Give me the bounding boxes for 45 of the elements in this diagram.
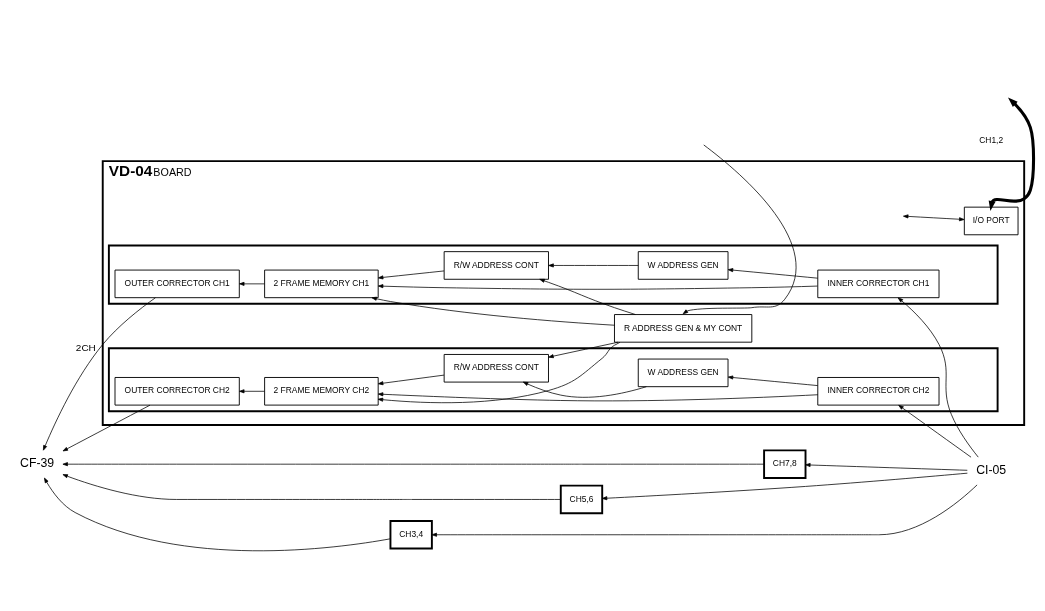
arrow xyxy=(239,388,265,393)
arrow xyxy=(62,404,151,451)
arrow xyxy=(727,375,819,386)
arrow xyxy=(62,473,562,500)
arrow xyxy=(682,144,797,314)
arrow xyxy=(805,462,968,471)
node-box: W ADDRESS GEN xyxy=(637,358,729,387)
node-box: INNER CORRECTOR CH1 xyxy=(817,269,940,298)
arrow xyxy=(44,477,391,551)
arrow xyxy=(371,296,615,326)
node-box: R/W ADDRESS CONT xyxy=(443,250,549,280)
arrow xyxy=(43,296,156,451)
arrow xyxy=(377,374,445,385)
arrow xyxy=(548,341,619,358)
node-box: INNER CORRECTOR CH2 xyxy=(817,376,940,406)
node-box: CH3,4 xyxy=(389,519,433,550)
node-box: OUTER CORRECTOR CH2 xyxy=(114,376,240,406)
arrow xyxy=(548,262,639,267)
edge-label: 2CH xyxy=(75,341,96,353)
arrow xyxy=(377,341,621,403)
arrow xyxy=(431,484,978,537)
node-box: I/O PORT xyxy=(963,206,1019,235)
arrow xyxy=(897,297,979,458)
node-box: W ADDRESS GEN xyxy=(637,250,729,280)
arrow xyxy=(988,97,1036,211)
node-box: R ADDRESS GEN & MY CONT xyxy=(614,313,753,343)
node-text: CI-05 xyxy=(976,462,1007,477)
node-box: 2 FRAME MEMORY CH2 xyxy=(264,376,379,406)
arrow xyxy=(377,391,819,401)
node-text: CF-39 xyxy=(20,455,55,470)
label: CH1,2 xyxy=(979,134,1004,145)
node-box: 2 FRAME MEMORY CH1 xyxy=(264,269,379,298)
arrow xyxy=(377,270,445,279)
node-box: CH5,6 xyxy=(559,484,604,514)
arrow xyxy=(601,472,968,500)
node-box: CH7,8 xyxy=(763,448,807,479)
arrow xyxy=(522,381,647,398)
arrow xyxy=(239,281,265,286)
node-box: OUTER CORRECTOR CH1 xyxy=(114,269,240,298)
arrow xyxy=(898,404,972,458)
arrow xyxy=(727,267,819,279)
node-box: R/W ADDRESS CONT xyxy=(443,353,549,383)
arrow xyxy=(377,283,818,290)
arrow xyxy=(903,213,965,221)
arrow xyxy=(62,461,765,466)
